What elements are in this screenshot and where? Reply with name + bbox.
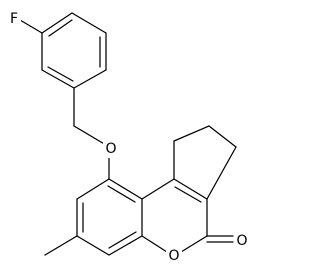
- bond: [108, 178, 143, 200]
- double-bond-inner: [107, 185, 136, 203]
- fluorophenyl-ring: [41, 12, 107, 89]
- carbonyl-oxygen-label: O: [236, 233, 247, 249]
- double-bond-inner: [48, 19, 73, 37]
- chemical-structure: F O O O: [6, 9, 250, 264]
- atom-label-ring-oxygen: O: [166, 246, 182, 264]
- molecule-canvas: F O O O: [6, 9, 250, 264]
- atom-label-carbonyl-oxygen: O: [234, 230, 250, 249]
- bond: [208, 125, 237, 148]
- bond: [76, 235, 110, 256]
- double-bond-inner: [108, 231, 137, 249]
- ch2-to-oxygen-bond: [73, 125, 107, 146]
- bond: [141, 178, 175, 200]
- benzo-ring: [76, 178, 143, 256]
- methyl-bond: [44, 235, 78, 256]
- double-bond-inner: [47, 66, 74, 82]
- bond: [41, 69, 75, 89]
- pyranone-ring: [141, 178, 208, 253]
- cyclopentane-ring: [173, 125, 237, 200]
- bond: [180, 235, 208, 253]
- bond: [71, 12, 107, 34]
- carbon-fluorine-bond: [19, 19, 43, 34]
- bond: [108, 235, 143, 256]
- fluorine-label: F: [10, 11, 18, 27]
- bond: [76, 178, 110, 200]
- ring-oxygen-label: O: [168, 248, 179, 264]
- ether-oxygen-label: O: [105, 141, 116, 157]
- bond: [173, 178, 208, 200]
- bond: [141, 235, 168, 253]
- atom-label-fluorine: F: [6, 9, 21, 27]
- double-bond-inner: [174, 186, 202, 203]
- atom-label-ether-oxygen: O: [103, 140, 118, 158]
- bond: [73, 69, 107, 89]
- bond: [173, 125, 210, 142]
- bond: [41, 12, 73, 34]
- bond: [206, 146, 237, 200]
